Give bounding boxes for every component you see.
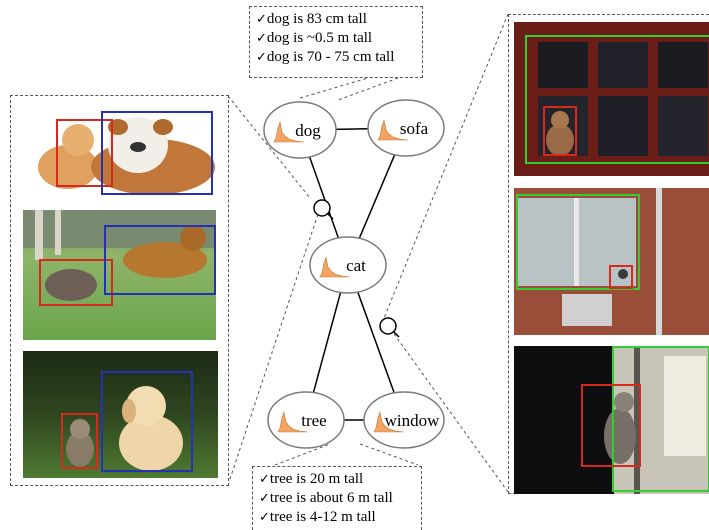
bulldog-ear <box>153 119 173 135</box>
puppy-body <box>119 415 183 471</box>
kitten-body <box>38 145 98 189</box>
edge-markers <box>313 199 400 338</box>
node-ellipse <box>267 391 345 449</box>
cat-bounding-box <box>581 384 641 467</box>
height-histogram-icon <box>377 118 409 141</box>
tree-fact: ✓tree is about 6 m tall <box>259 490 393 506</box>
cat-bulldog-illustration <box>38 117 215 195</box>
window-pane <box>538 42 588 88</box>
bulldog-nose <box>130 142 146 152</box>
tree-fact: ✓tree is 20 m tall <box>259 471 364 487</box>
node-ellipse <box>309 236 387 294</box>
node-label: sofa <box>400 119 429 138</box>
tree-fact: ✓tree is 4-12 m tall <box>259 509 376 525</box>
dog-cat-edge-marker-tick <box>327 213 334 220</box>
drain-pipe <box>656 188 662 335</box>
height-histogram-icon <box>273 120 305 143</box>
leader-right-top <box>383 13 509 319</box>
window-frame <box>634 346 640 494</box>
window-bounding-box <box>516 194 640 290</box>
kitten-head <box>70 419 90 439</box>
leader-left-top <box>227 95 311 199</box>
dog-facts-box: ✓dog is 83 cm tall ✓dog is ~0.5 m tall ✓… <box>249 6 423 78</box>
node-tree: tree <box>267 391 345 449</box>
node-window: window <box>363 391 445 449</box>
window-pane <box>598 42 648 88</box>
leader-right-bottom <box>393 333 509 493</box>
cat-head <box>551 111 569 129</box>
dog-head <box>180 225 206 251</box>
dog-fact: ✓dog is ~0.5 m tall <box>256 30 373 46</box>
node-sofa: sofa <box>367 99 445 157</box>
tree-facts-box: ✓tree is 20 m tall ✓tree is about 6 m ta… <box>252 466 422 530</box>
photo-kitten-puppy <box>23 351 218 478</box>
window-pane <box>598 96 648 156</box>
height-histogram-icon <box>373 410 405 433</box>
leader-dog-facts <box>299 77 369 99</box>
kitten-head <box>62 124 94 156</box>
photo-cat-dog-grass <box>23 210 216 340</box>
node-label: dog <box>295 121 321 140</box>
post <box>35 210 43 260</box>
node-label: window <box>385 411 441 430</box>
dog-bounding-box <box>101 371 193 472</box>
cat-window-edge-marker <box>379 317 397 335</box>
leader-lines <box>227 13 509 493</box>
puppy-head <box>126 386 166 426</box>
window-frame <box>574 198 579 286</box>
photo-cat-in-window <box>514 22 709 176</box>
dog-cat-edge-marker <box>313 199 331 217</box>
window-bounding-box <box>525 35 709 164</box>
photo-cat-bulldog <box>23 105 218 199</box>
cat-bounding-box <box>61 413 98 469</box>
window-pane <box>658 96 708 156</box>
dog-bounding-box <box>101 111 213 195</box>
kitten-puppy-illustration <box>66 386 183 471</box>
window-illustration <box>538 42 708 156</box>
post <box>55 210 61 255</box>
dog-fact: ✓dog is 70 - 75 cm tall <box>256 49 395 65</box>
dog-fact: ✓dog is 83 cm tall <box>256 11 367 27</box>
node-ellipse <box>363 391 445 449</box>
cat-bounding-box <box>609 265 633 289</box>
running-dog <box>123 242 207 278</box>
node-ellipse <box>367 99 445 157</box>
graph-nodes: dog sofa cat tree window <box>263 99 445 449</box>
height-histogram-icon <box>319 255 351 278</box>
ac-unit <box>562 294 612 326</box>
window-light <box>664 356 706 456</box>
cat-bounding-box <box>56 119 113 187</box>
cat-head <box>614 392 634 412</box>
photo-dark-window <box>514 346 709 494</box>
leader-tree-facts-2 <box>359 443 419 466</box>
cat-bounding-box <box>39 259 113 306</box>
node-ellipse <box>263 101 337 159</box>
cat-bounding-box <box>543 106 577 156</box>
node-dog: dog <box>263 101 337 159</box>
cat-head <box>618 269 628 279</box>
height-histogram-icon <box>277 410 309 433</box>
cat-dog-grass-illustration <box>23 210 216 301</box>
node-label: tree <box>301 411 326 430</box>
running-cat <box>45 269 97 301</box>
node-label: cat <box>346 256 366 275</box>
cat-window-edge-marker-tick <box>393 331 400 338</box>
leader-tree-facts <box>274 443 331 466</box>
cat-window-photo-panel <box>508 14 709 494</box>
dog-bounding-box <box>104 225 216 295</box>
window-pane <box>658 42 708 88</box>
cat-silhouette <box>546 124 574 156</box>
brick-window-illustration <box>518 188 662 335</box>
leader-dog-facts-2 <box>337 77 399 101</box>
cat-dog-photo-panel <box>10 95 229 486</box>
bulldog-ear <box>108 119 128 135</box>
puppy-ear <box>122 399 136 423</box>
kitten-body <box>66 431 94 467</box>
photo-brick-wall-window <box>514 188 709 335</box>
node-cat: cat <box>309 236 387 294</box>
